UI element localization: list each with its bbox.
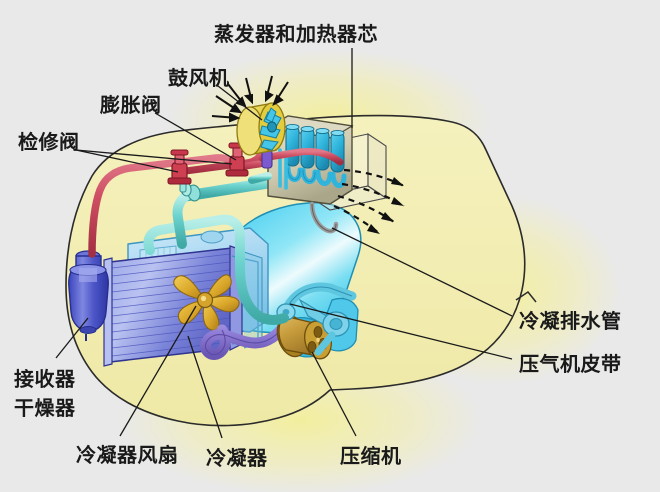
- leader-condensate-drain: [331, 227, 513, 317]
- leader-condenser-fan: [119, 305, 197, 437]
- label-service-valve: 检修阀: [18, 130, 80, 154]
- leader-expansion-valve: [154, 112, 237, 161]
- blower-fan: [236, 102, 286, 156]
- condenser-fan: [173, 274, 240, 331]
- label-receiver-dryer-line1: 接收器: [14, 367, 76, 391]
- label-compressor-belt: 压气机皮带: [519, 352, 622, 376]
- leader-receiver-dryer: [55, 317, 89, 359]
- expansion-valve: [225, 142, 249, 177]
- leader-blower: [217, 85, 263, 121]
- leader-condenser: [187, 335, 223, 439]
- evaporator-heater-core: [248, 115, 388, 234]
- leader-compressor-belt: [289, 303, 513, 360]
- label-receiver-dryer-line2: 干燥器: [14, 396, 76, 420]
- label-compressor: 压缩机: [340, 444, 402, 468]
- condensate-drain-pipe: [309, 201, 339, 234]
- teal-line-coupling: [179, 181, 201, 202]
- service-valve: [167, 149, 192, 185]
- label-condensate-drain-pipe: 冷凝排水管: [519, 309, 622, 333]
- label-condenser: 冷凝器: [206, 446, 268, 470]
- condenser-assembly: [103, 227, 269, 367]
- label-condenser-fan: 冷凝器风扇: [76, 443, 179, 467]
- label-evaporator-heater-core: 蒸发器和加热器芯: [214, 22, 378, 46]
- leader-service-valve-a: [75, 149, 179, 173]
- airflow-out-arrows: [333, 168, 405, 235]
- compressor-belt: [276, 282, 357, 356]
- leader-service-valve-b: [75, 149, 233, 165]
- receiver-dryer: [68, 250, 109, 341]
- blower-intake-arrows: [211, 75, 289, 123]
- leader-lines: [55, 48, 513, 439]
- label-expansion-valve: 膨胀阀: [100, 93, 162, 117]
- leader-compressor: [311, 351, 357, 437]
- label-blower: 鼓风机: [168, 66, 230, 90]
